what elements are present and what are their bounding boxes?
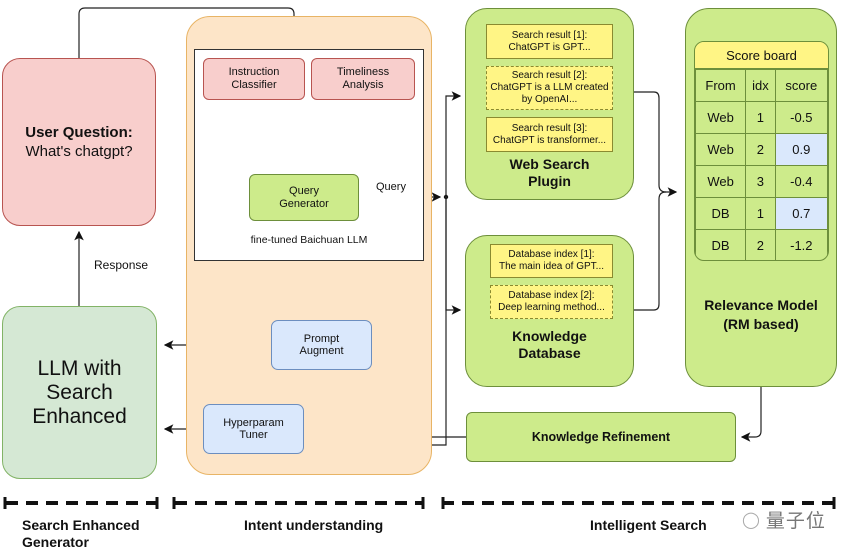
- baichuan-label: fine-tuned Baichuan LLM: [250, 234, 368, 246]
- line-question-to-intent: [78, 7, 299, 58]
- search-result-3: Search result [3]: ChatGPT is transforme…: [486, 117, 613, 152]
- watermark: ◯ 量子位: [742, 506, 826, 533]
- query-generator: Query Generator: [249, 174, 359, 221]
- rm-title-line-2: (RM based): [723, 316, 799, 332]
- hyperparam-tuner: Hyperparam Tuner: [203, 404, 304, 454]
- prompt-augment: Prompt Augment: [271, 320, 372, 370]
- search-result-1-line-1: Search result [1]:: [511, 29, 588, 41]
- prompt-line-1: Prompt: [303, 333, 340, 345]
- web-search-title: Web Search Plugin: [465, 156, 634, 190]
- line-rm-to-refinement: [740, 387, 762, 442]
- classifier-line-2: Classifier: [231, 79, 277, 91]
- query-gen-line-2: Generator: [279, 197, 329, 210]
- kdb-title-line-2: Database: [518, 345, 581, 361]
- cell-from: Web: [695, 133, 747, 166]
- header-idx: idx: [745, 69, 776, 102]
- header-score: score: [774, 69, 828, 102]
- search-result-2-line-2: ChatGPT is a LLM created: [490, 82, 609, 93]
- table-row: Web 2 0.9: [695, 133, 828, 166]
- cell-from: DB: [695, 197, 747, 230]
- web-search-title-line-1: Web Search: [509, 156, 590, 172]
- search-result-3-line-2: ChatGPT is transformer...: [492, 134, 607, 146]
- relevance-model-title: Relevance Model (RM based): [685, 296, 837, 334]
- user-question-text: What's chatgpt?: [25, 143, 133, 160]
- knowledge-refinement-label: Knowledge Refinement: [531, 430, 671, 444]
- search-result-2-line-3: by OpenAI...: [521, 94, 578, 105]
- table-row: Web 1 -0.5: [695, 101, 828, 134]
- header-from: From: [695, 69, 747, 102]
- llm-line-1: LLM with: [37, 356, 122, 380]
- generator-line-2: Generator: [22, 534, 89, 550]
- table-row: DB 2 -1.2: [695, 229, 828, 260]
- cell-from: Web: [695, 101, 747, 134]
- response-label: Response: [94, 258, 149, 272]
- knowledge-database-title: Knowledge Database: [465, 328, 634, 362]
- watermark-text: 量子位: [765, 510, 826, 532]
- cell-idx: 3: [745, 165, 776, 198]
- search-result-1-line-2: ChatGPT is GPT...: [508, 41, 591, 53]
- cell-idx: 1: [745, 101, 776, 134]
- search-result-2-line-1: Search result [2]:: [511, 70, 588, 81]
- db-index-1-line-2: The main idea of GPT...: [498, 261, 605, 272]
- search-result-2: Search result [2]: ChatGPT is a LLM crea…: [486, 66, 613, 110]
- knowledge-refinement: Knowledge Refinement: [466, 412, 736, 462]
- table-row: Web 3 -0.4: [695, 165, 828, 198]
- cell-score: -0.5: [774, 101, 828, 134]
- user-question-box: User Question: What's chatgpt?: [2, 58, 156, 226]
- search-result-1: Search result [1]: ChatGPT is GPT...: [486, 24, 613, 59]
- db-index-2-line-1: Database index [2]:: [508, 290, 595, 301]
- llm-search-enhanced-box: LLM with Search Enhanced: [2, 306, 157, 479]
- cell-idx: 2: [745, 229, 776, 260]
- db-index-2-line-2: Deep learning method...: [498, 302, 605, 313]
- cell-idx: 2: [745, 133, 776, 166]
- timeliness-line-2: Analysis: [342, 79, 384, 91]
- rm-title-line-1: Relevance Model: [704, 297, 818, 313]
- score-board: Score board From idx score Web 1 -0.5 We…: [694, 41, 829, 261]
- line-db-to-rm: [634, 191, 667, 311]
- database-index-1: Database index [1]: The main idea of GPT…: [490, 244, 613, 278]
- cell-from: Web: [695, 165, 747, 198]
- cell-score-highlighted: 0.9: [774, 133, 828, 166]
- query-label: Query: [376, 181, 406, 193]
- score-table: From idx score Web 1 -0.5 Web 2 0.9 Web …: [695, 69, 828, 260]
- cell-score: -0.4: [774, 165, 828, 198]
- kdb-title-line-1: Knowledge: [512, 328, 587, 344]
- score-board-title: Score board: [695, 42, 828, 69]
- database-index-2: Database index [2]: Deep learning method…: [490, 285, 613, 319]
- generator-line-1: Search Enhanced: [22, 517, 140, 533]
- section-label-intent: Intent understanding: [244, 517, 384, 533]
- search-result-3-line-1: Search result [3]:: [511, 122, 588, 134]
- tuner-line-2: Tuner: [239, 429, 268, 441]
- cell-score-highlighted: 0.7: [774, 197, 828, 230]
- wechat-icon: ◯: [742, 511, 760, 529]
- cell-from: DB: [695, 229, 747, 260]
- llm-line-3: Enhanced: [32, 404, 127, 428]
- prompt-line-2: Augment: [299, 345, 344, 357]
- tuner-line-1: Hyperparam: [223, 417, 284, 429]
- section-label-search: Intelligent Search: [590, 517, 707, 533]
- table-row: DB 1 0.7: [695, 197, 828, 230]
- db-index-1-line-1: Database index [1]:: [508, 249, 595, 260]
- classifier-line-1: Instruction: [228, 66, 280, 78]
- query-gen-line-1: Query: [289, 184, 319, 197]
- cell-idx: 1: [745, 197, 776, 230]
- timeliness-analysis: Timeliness Analysis: [311, 58, 415, 100]
- user-question-title: User Question:: [25, 124, 133, 141]
- section-label-generator: Search Enhanced Generator: [22, 517, 140, 551]
- score-table-header: From idx score: [695, 69, 828, 102]
- line-web-to-rm: [634, 91, 678, 197]
- cell-score: -1.2: [774, 229, 828, 260]
- web-search-title-line-2: Plugin: [528, 173, 571, 189]
- timeliness-line-1: Timeliness: [336, 66, 390, 78]
- llm-line-2: Search: [46, 380, 113, 404]
- instruction-classifier: Instruction Classifier: [203, 58, 305, 100]
